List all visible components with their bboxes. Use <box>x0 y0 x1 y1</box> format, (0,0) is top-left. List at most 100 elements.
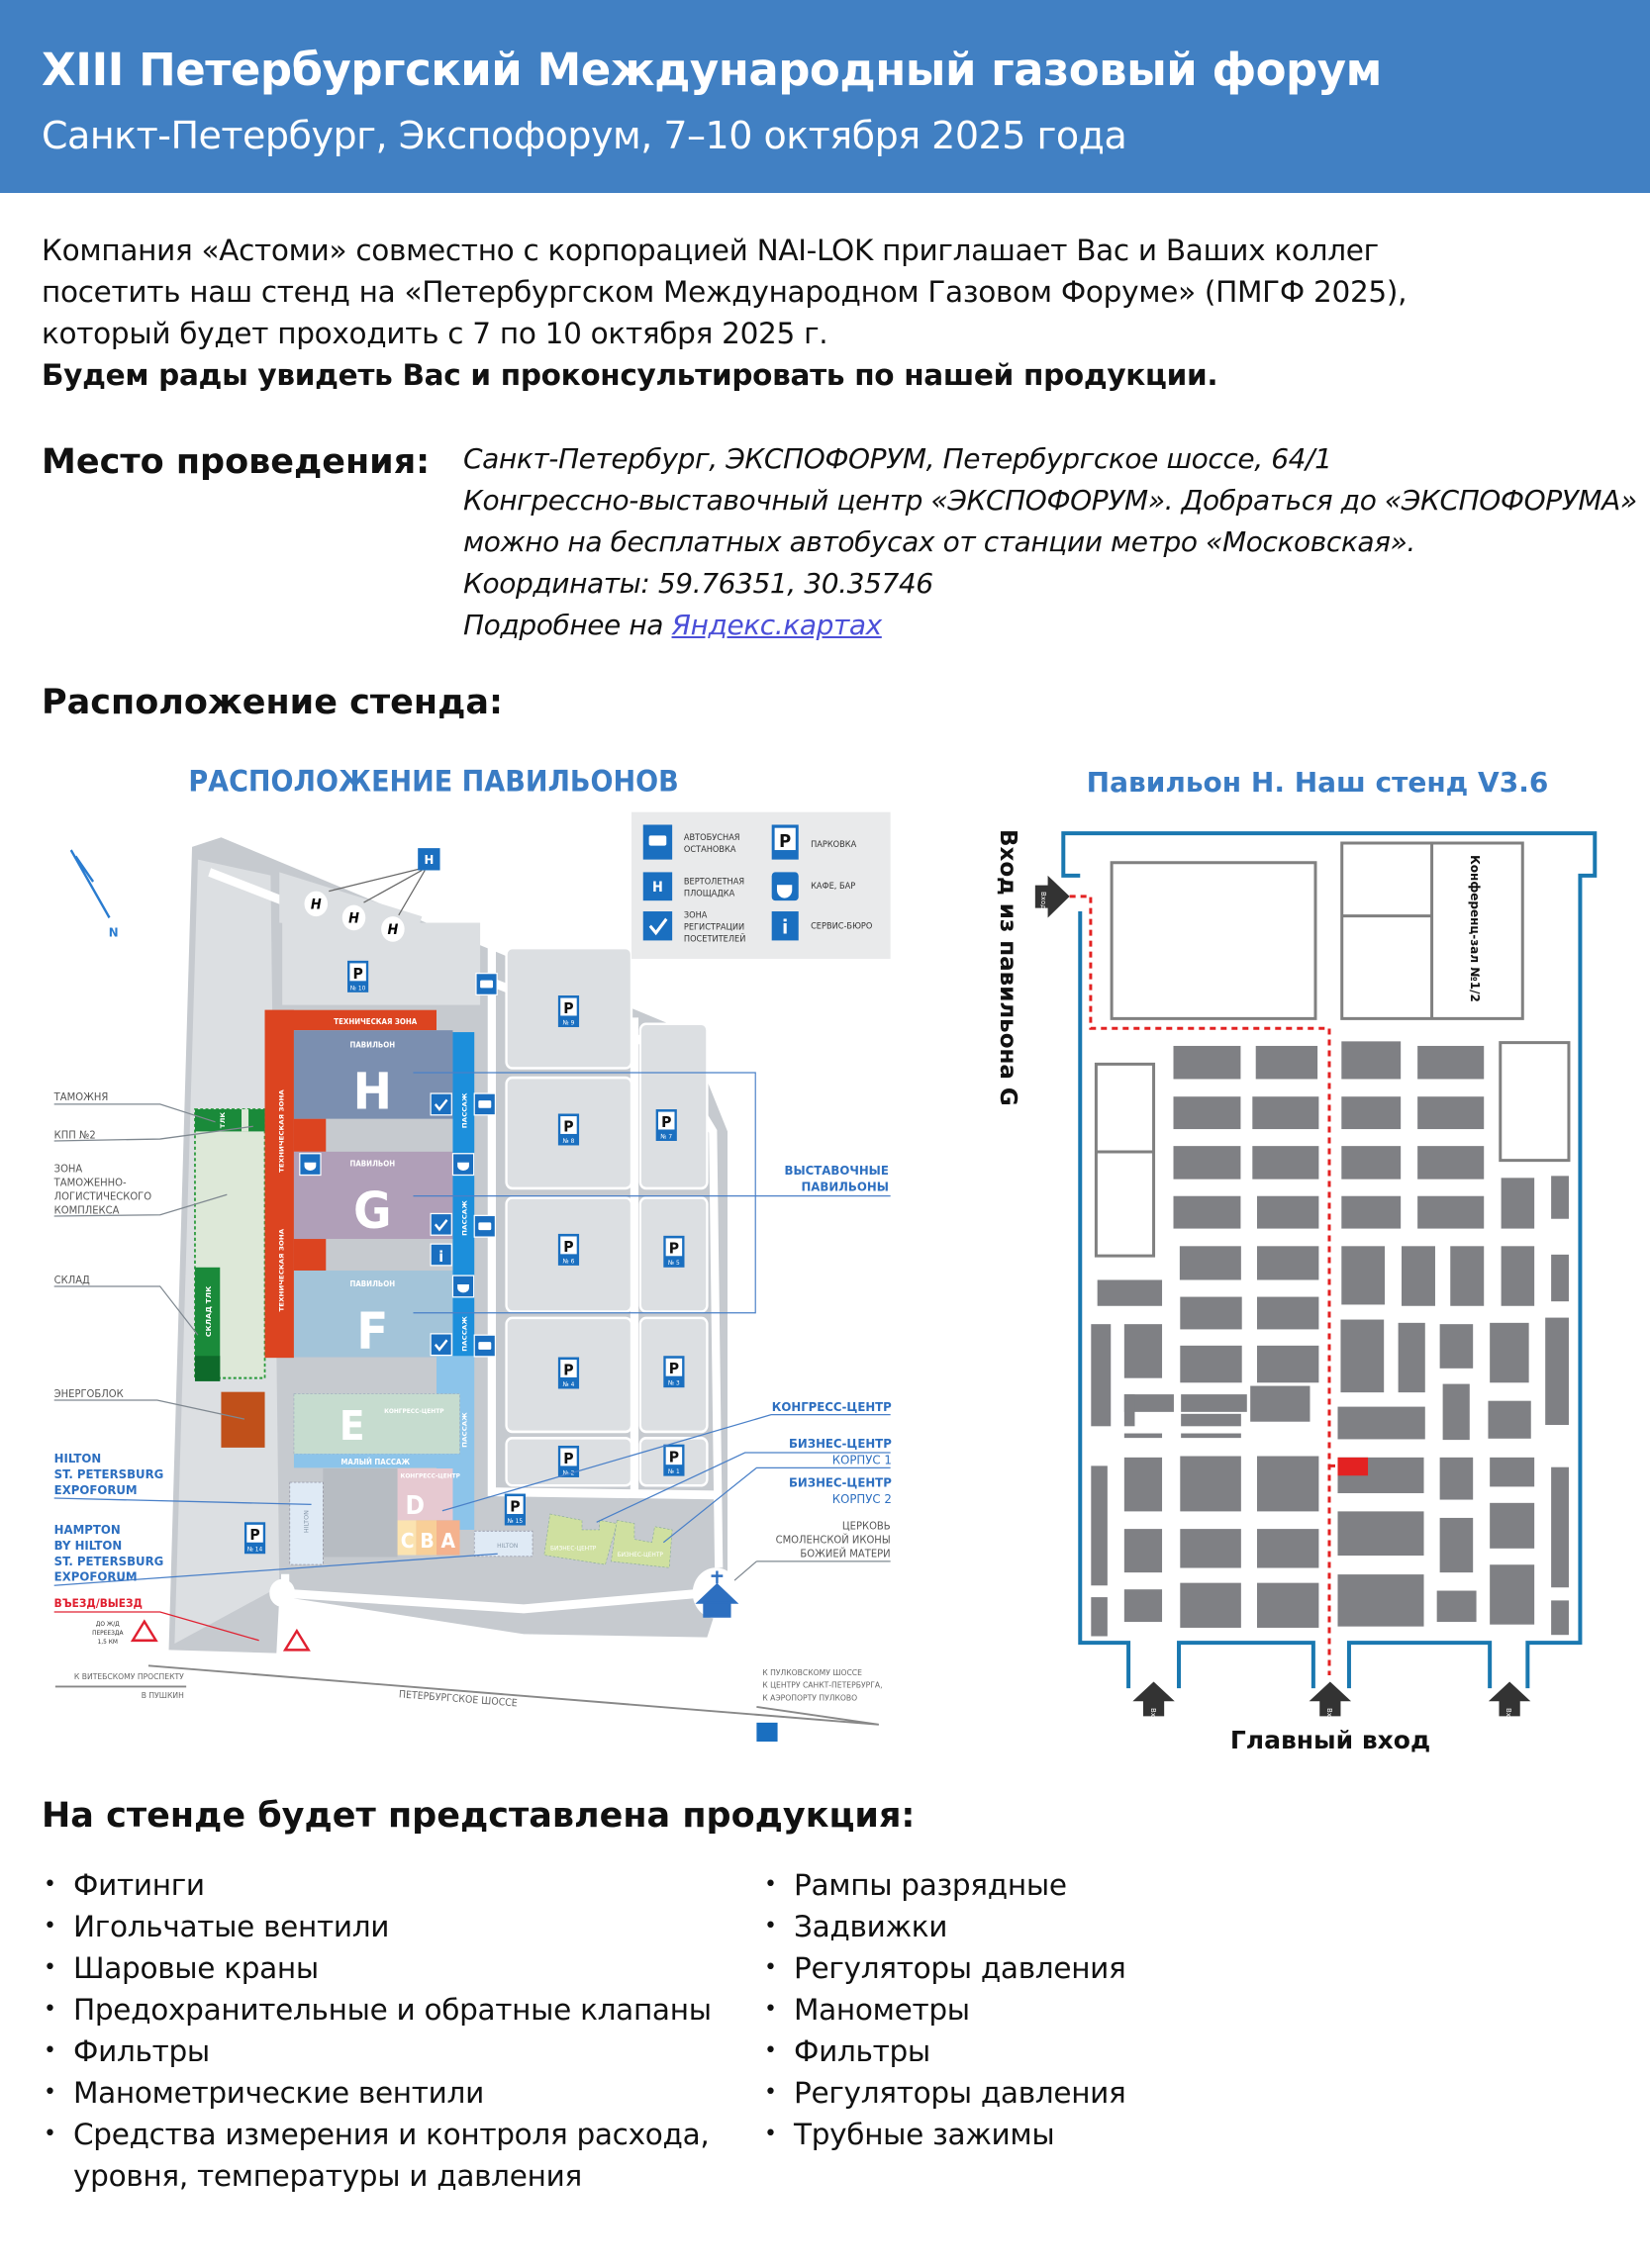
check-icon <box>430 1212 452 1236</box>
crossing-label: ДО Ж/Д <box>96 1621 120 1628</box>
booth <box>1341 1096 1402 1130</box>
svg-text:P: P <box>669 1361 680 1378</box>
booth <box>1250 1385 1310 1422</box>
product-item: Фитинги <box>44 1864 712 1906</box>
hilton-label: HILTON <box>497 1543 518 1550</box>
parking-number: № 15 <box>507 1518 523 1525</box>
pavilion-h[interactable] <box>293 1030 453 1119</box>
booth <box>1417 1146 1485 1180</box>
booth <box>1252 1096 1319 1130</box>
svg-text:P: P <box>563 1118 574 1136</box>
booth <box>1181 1433 1241 1439</box>
legend-reg-label: РЕГИСТРАЦИИ <box>684 922 744 932</box>
booth <box>1341 1195 1402 1229</box>
booth <box>1256 1456 1319 1512</box>
parking-number: № 10 <box>349 985 365 992</box>
booth <box>1340 1319 1385 1393</box>
business-center-label: БИЗНЕС-ЦЕНТР <box>550 1545 597 1552</box>
helipad-pointers <box>329 868 426 916</box>
pavilion-d[interactable] <box>397 1467 453 1521</box>
pavilion-e[interactable] <box>293 1393 460 1455</box>
pavilion-e-letter: E <box>340 1404 365 1451</box>
stand-location-heading: Расположение стенда: <box>42 683 503 722</box>
parking-lot-10 <box>282 922 481 1005</box>
booth <box>1551 1176 1569 1219</box>
helipad-letter: H <box>387 922 398 939</box>
booth <box>1337 1574 1424 1627</box>
svg-text:P: P <box>779 831 791 852</box>
page-title: XIII Петербургский Международный газовый… <box>42 44 1382 96</box>
svg-text:P: P <box>563 1450 574 1467</box>
booth <box>1341 1146 1402 1180</box>
entrance-arrow-icon <box>1488 1681 1531 1717</box>
hall-room <box>1501 1043 1569 1161</box>
entrance-label: Вход <box>1039 892 1047 909</box>
hall-room <box>1096 1064 1153 1256</box>
pavilion-f[interactable] <box>293 1270 453 1358</box>
booth <box>1490 1564 1535 1625</box>
church-icon <box>695 1570 739 1618</box>
parking-icon: P № 8 <box>557 1113 580 1146</box>
booth <box>1545 1317 1569 1425</box>
booth <box>1488 1400 1531 1439</box>
our-stand[interactable] <box>1337 1457 1369 1476</box>
booth <box>1337 1406 1425 1440</box>
parking-icon: P№ 6 <box>557 1233 580 1266</box>
callout-lines <box>53 1103 891 1581</box>
parking-number: № 14 <box>246 1546 262 1553</box>
booth <box>1551 1254 1569 1302</box>
zone-label: ЛОГИСТИЧЕСКОГО <box>54 1190 151 1202</box>
yandex-maps-link[interactable]: Яндекс.картах <box>671 609 883 641</box>
parking-number: № 3 <box>667 1379 680 1386</box>
hilton-label: ST. PETERSBURG <box>54 1467 164 1482</box>
booth <box>1490 1457 1535 1487</box>
booth <box>1097 1279 1163 1306</box>
entrance-label: Вход <box>1325 1708 1333 1726</box>
check-icon <box>430 1333 452 1357</box>
svg-text:P: P <box>563 999 574 1017</box>
church-label: СМОЛЕНСКОЙ ИКОНЫ <box>776 1533 891 1547</box>
business-center-1-label: БИЗНЕС-ЦЕНТР <box>789 1436 892 1451</box>
highway-label: ПЕТЕРБУРГСКОЕ ШОССЕ <box>399 1689 518 1710</box>
booth <box>1180 1345 1242 1383</box>
checkmark-icon <box>642 911 673 941</box>
parking-icon: P№ 10 <box>347 960 369 992</box>
page-subtitle: Санкт-Петербург, Экспофорум, 7–10 октябр… <box>42 114 1127 157</box>
product-item: Регуляторы давления <box>764 1947 1126 1989</box>
parking-icon: P№ 7 <box>655 1109 677 1141</box>
booth <box>1256 1582 1319 1628</box>
legend-bus-label: АВТОБУСНАЯ <box>684 833 740 843</box>
passage-label: ПАССАЖ <box>461 1199 469 1235</box>
parking-number: № 5 <box>667 1260 680 1267</box>
parking-number: № 2 <box>562 1469 575 1476</box>
booth <box>1341 1246 1386 1305</box>
entrance-label: Вход <box>1504 1708 1512 1726</box>
helicopter-icon <box>642 872 673 901</box>
venue-coordinates: Координаты: 59.76351, 30.35746 <box>463 567 933 600</box>
pavilions-map: РАСПОЛОЖЕНИЕ ПАВИЛЬОНОВ ТЛК СКЛАД ТЛК ТЕ… <box>53 765 892 1742</box>
svg-text:P: P <box>669 1240 680 1258</box>
hall-a <box>437 1520 460 1556</box>
legend-reg-label: ПОСЕТИТЕЛЕЙ <box>684 932 745 944</box>
passage-label: ПАССАЖ <box>461 1092 469 1128</box>
parking-icon: P№ 14 <box>243 1522 266 1555</box>
booth <box>1180 1529 1241 1568</box>
venue-line: можно на бесплатных автобусах от станции… <box>463 525 1415 558</box>
church-label: ЦЕРКОВЬ <box>842 1520 891 1532</box>
legend-cafe-label: КАФЕ, БАР <box>811 882 855 892</box>
tlk-warehouse-label: СКЛАД ТЛК <box>204 1286 213 1338</box>
venue-line: Санкт-Петербург, ЭКСПОФОРУМ, Петербургск… <box>463 442 1332 475</box>
booth <box>1179 1246 1241 1280</box>
pavilion-g-letter: G <box>353 1181 392 1240</box>
booth <box>1398 1322 1425 1393</box>
parking-number: № 8 <box>562 1138 575 1145</box>
congress-label: КОНГРЕСС-ЦЕНТР <box>401 1472 461 1479</box>
highway-lines <box>54 1664 879 1726</box>
tlk-building <box>194 1109 265 1132</box>
exhibition-pavilions-label: ПАВИЛЬОНЫ <box>801 1180 888 1194</box>
zone-label: ТАМОЖЕННО- <box>53 1177 127 1188</box>
hampton-label: EXPOFORUM <box>54 1569 138 1584</box>
technical-zone-side <box>264 1009 294 1359</box>
hilton-label: HILTON <box>54 1452 102 1466</box>
helicopter-icon <box>418 848 440 871</box>
